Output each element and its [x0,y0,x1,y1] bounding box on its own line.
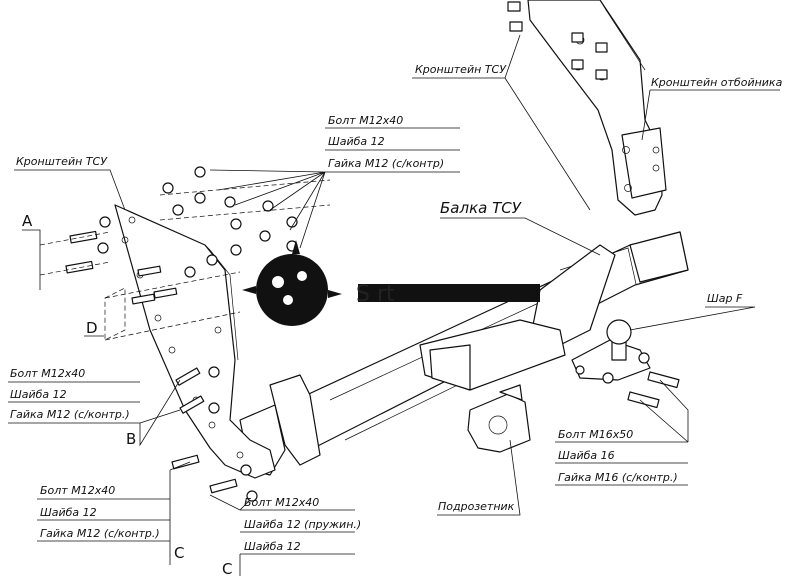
b-fastener-2: Шайба 12 [10,388,67,401]
label-bumper-bracket: Кронштейн отбойника [651,76,783,89]
letter-a: A [22,212,33,230]
c1-fastener-3: Гайка М12 (с/контр.) [40,527,160,540]
socket-holder [467,384,531,453]
tow-ball [571,319,680,409]
label-ball: Шар F [707,292,743,305]
letter-c1: C [174,544,184,562]
letter-c2: C [222,560,232,578]
c2-fastener-1: Болт М12х40 [244,496,319,509]
labels: Кронштейн ТСУ Кронштейн отбойника Кроншт… [10,63,783,578]
watermark-logo: S rt [242,240,540,326]
right-fastener-3: Гайка М16 (с/контр.) [558,471,678,484]
label-socket-holder: Подрозетник [438,500,515,513]
c2-fastener-2: Шайба 12 (пружин.) [244,518,361,531]
letter-d: D [86,319,98,337]
letter-b: B [126,430,136,448]
watermark-text: S rt [356,282,395,307]
upper-bracket [507,0,667,216]
top-fastener-1: Болт М12х40 [328,114,403,127]
b-fastener-1: Болт М12х40 [10,367,85,380]
label-beam: Балка ТСУ [440,199,522,217]
c2-fastener-3: Шайба 12 [244,540,301,553]
left-bolts [39,166,331,502]
right-fastener-1: Болт М16х50 [558,428,633,441]
label-bracket-top: Кронштейн ТСУ [415,63,507,76]
top-nuts [507,1,608,80]
detail-box-d [104,271,241,341]
c1-fastener-2: Шайба 12 [40,506,97,519]
top-fastener-2: Шайба 12 [328,135,385,148]
label-bracket-left: Кронштейн ТСУ [16,155,108,168]
b-fastener-3: Гайка М12 (с/контр.) [10,408,130,421]
c1-fastener-1: Болт М12х40 [40,484,115,497]
right-fastener-2: Шайба 16 [558,449,615,462]
top-fastener-3: Гайка М12 (с/контр) [328,157,444,170]
leader-lines [8,34,780,576]
